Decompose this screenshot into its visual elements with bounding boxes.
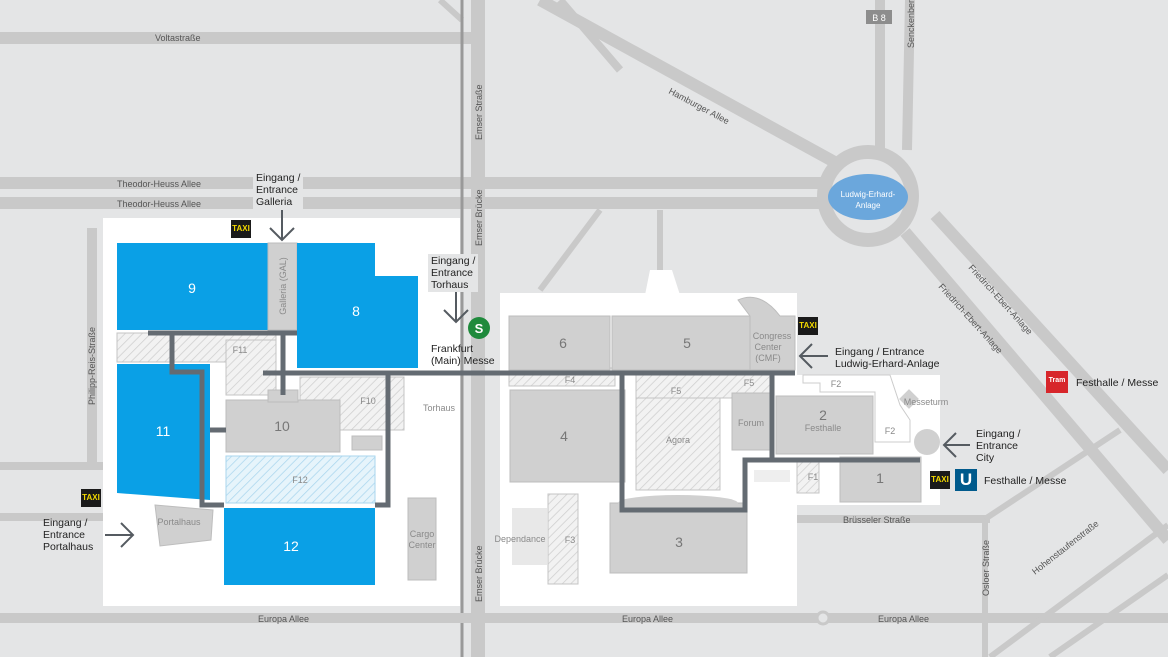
svg-text:F11: F11 [233,345,248,355]
taxi-icon: TAXI [930,471,950,489]
tram-station-label: Festhalle / Messe [1076,377,1159,389]
sbahn-station-label: Frankfurt(Main) Messe [431,343,495,367]
hall-4 [509,389,626,483]
svg-text:Center: Center [754,342,781,352]
svg-text:Messeturm: Messeturm [904,397,949,407]
hall-labels: 9 8 11 12 10 6 5 4 2 Festhalle 1 3 Galle… [156,257,949,554]
congress-center [737,296,796,371]
walkways [148,330,920,513]
hall-5 [611,315,751,371]
sbahn-icon [468,317,490,339]
hall-1 [839,456,922,503]
cargo-center [407,497,437,581]
hall-6 [508,315,611,371]
svg-text:6: 6 [559,335,567,351]
hall-f3 [547,493,579,585]
street-philipp-reis: Philipp-Reis-Straße [87,327,97,405]
ludwig-erhard-anlage-roundabout [828,174,908,220]
svg-text:F1: F1 [808,472,819,482]
street-senckenberg: Senckenberganlage [906,0,916,48]
hall-12 [224,508,375,585]
street-voltastrasse: Voltastraße [155,33,201,43]
street-emser-strasse: Emser Straße [474,84,484,140]
galleria [267,242,298,331]
street-theodor-heuss: Theodor-Heuss Allee [117,199,201,209]
svg-text:F3: F3 [565,535,576,545]
hall-2-festhalle [775,395,874,455]
svg-text:(CMF): (CMF) [755,353,781,363]
svg-text:12: 12 [283,538,299,554]
ubahn-icon: U [955,469,977,491]
hall-8 [297,243,418,368]
hall-9 [117,243,268,330]
halls[interactable] [116,242,940,585]
svg-text:5: 5 [683,335,691,351]
svg-text:F10: F10 [360,396,376,406]
hall-3 [609,502,748,574]
hall-11 [117,364,210,500]
svg-text:Cargo: Cargo [410,529,435,539]
street-europa-allee: Europa Allee [878,614,929,624]
svg-text:8: 8 [352,303,360,319]
svg-text:F2: F2 [885,426,896,436]
svg-text:Congress: Congress [753,331,792,341]
taxi-icon: TAXI [231,220,251,238]
svg-text:11: 11 [156,423,171,439]
svg-text:Festhalle: Festhalle [805,423,842,433]
svg-text:Torhaus: Torhaus [423,403,456,413]
svg-text:F2: F2 [831,379,842,389]
svg-text:Forum: Forum [738,418,764,428]
entrance-city-rotunda [914,429,940,455]
svg-text:F5: F5 [744,378,755,388]
svg-text:2: 2 [819,407,827,423]
tram-icon: Tram [1046,371,1068,393]
svg-text:1: 1 [876,470,884,486]
svg-text:10: 10 [274,418,290,434]
taxi-icon: TAXI [81,489,101,507]
svg-text:F4: F4 [565,375,576,385]
roundabout-label: Ludwig-Erhard- [841,190,896,199]
svg-text:Portalhaus: Portalhaus [157,517,201,527]
street-bruesseler: Brüsseler Straße [843,515,911,525]
street-hohenstaufen: Hohenstaufenstraße [1030,518,1100,576]
street-emser-bruecke: Emser Brücke [474,545,484,602]
entrance-arrows [105,210,970,548]
svg-text:F12: F12 [292,475,308,485]
road-b8-badge: B 8 [872,13,886,23]
dependance [512,508,547,565]
agora [635,397,721,491]
hall-f12 [225,455,376,504]
svg-text:Center: Center [408,540,435,550]
street-osloer: Osloer Straße [981,540,991,596]
svg-text:F5: F5 [671,386,682,396]
forum [731,392,771,451]
svg-text:4: 4 [560,428,568,444]
roundabout-label: Anlage [856,201,881,210]
svg-text:S: S [475,321,484,336]
street-emser-bruecke: Emser Brücke [474,189,484,246]
ubahn-station-label: Festhalle / Messe [984,475,1067,487]
svg-text:9: 9 [188,280,196,296]
taxi-icon: TAXI [798,317,818,335]
street-theodor-heuss: Theodor-Heuss Allee [117,179,201,189]
portalhaus [154,504,214,547]
street-europa-allee: Europa Allee [258,614,309,624]
svg-text:Galleria (GAL): Galleria (GAL) [278,257,288,315]
svg-text:3: 3 [675,534,683,550]
svg-text:Dependance: Dependance [494,534,545,544]
svg-text:Agora: Agora [666,435,690,445]
street-europa-allee: Europa Allee [622,614,673,624]
